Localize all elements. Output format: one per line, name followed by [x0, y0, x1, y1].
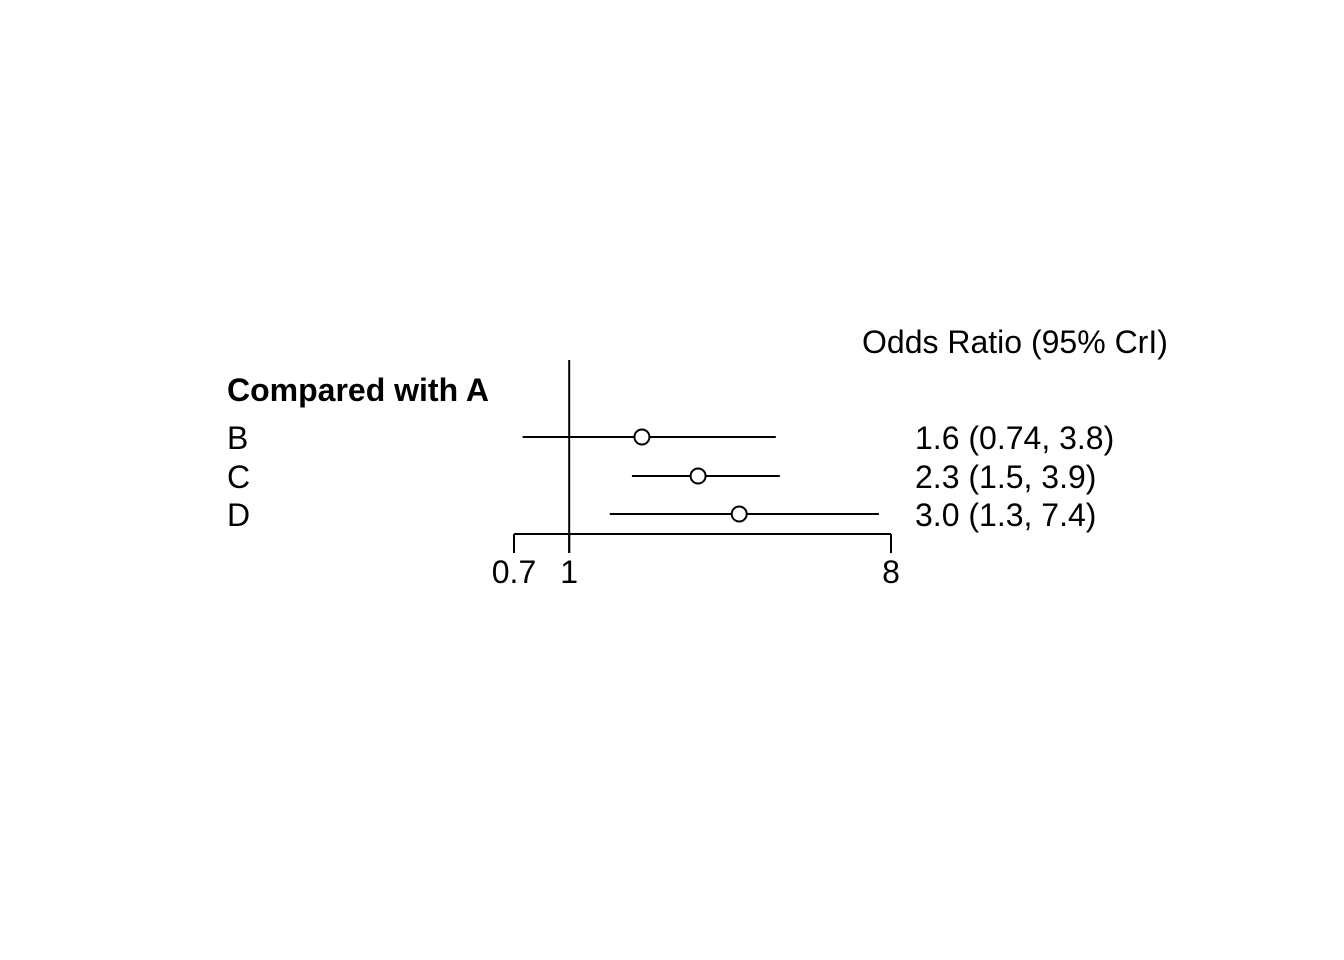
x-axis: 0.7 1 8	[492, 533, 900, 590]
row-label: B	[227, 420, 248, 456]
row-C: C 2.3 (1.5, 3.9)	[227, 459, 1096, 495]
rows: B 1.6 (0.74, 3.8) C 2.3 (1.5, 3.9) D 3.0 (1.3…	[227, 420, 1114, 533]
tick-label: 1	[560, 554, 578, 590]
chart-title: Compared with A	[227, 372, 489, 408]
row-D: D 3.0 (1.3, 7.4)	[227, 497, 1096, 533]
row-label: C	[227, 459, 250, 495]
column-header: Odds Ratio (95% CrI)	[862, 324, 1168, 360]
point-estimate	[633, 428, 651, 446]
point-estimate	[730, 505, 748, 523]
point-estimate	[689, 467, 707, 485]
row-B: B 1.6 (0.74, 3.8)	[227, 420, 1114, 456]
estimate-text: 3.0 (1.3, 7.4)	[915, 497, 1096, 533]
tick-label: 8	[882, 554, 900, 590]
row-label: D	[227, 497, 250, 533]
estimate-text: 2.3 (1.5, 3.9)	[915, 459, 1096, 495]
estimate-text: 1.6 (0.74, 3.8)	[915, 420, 1114, 456]
tick-label: 0.7	[492, 554, 536, 590]
